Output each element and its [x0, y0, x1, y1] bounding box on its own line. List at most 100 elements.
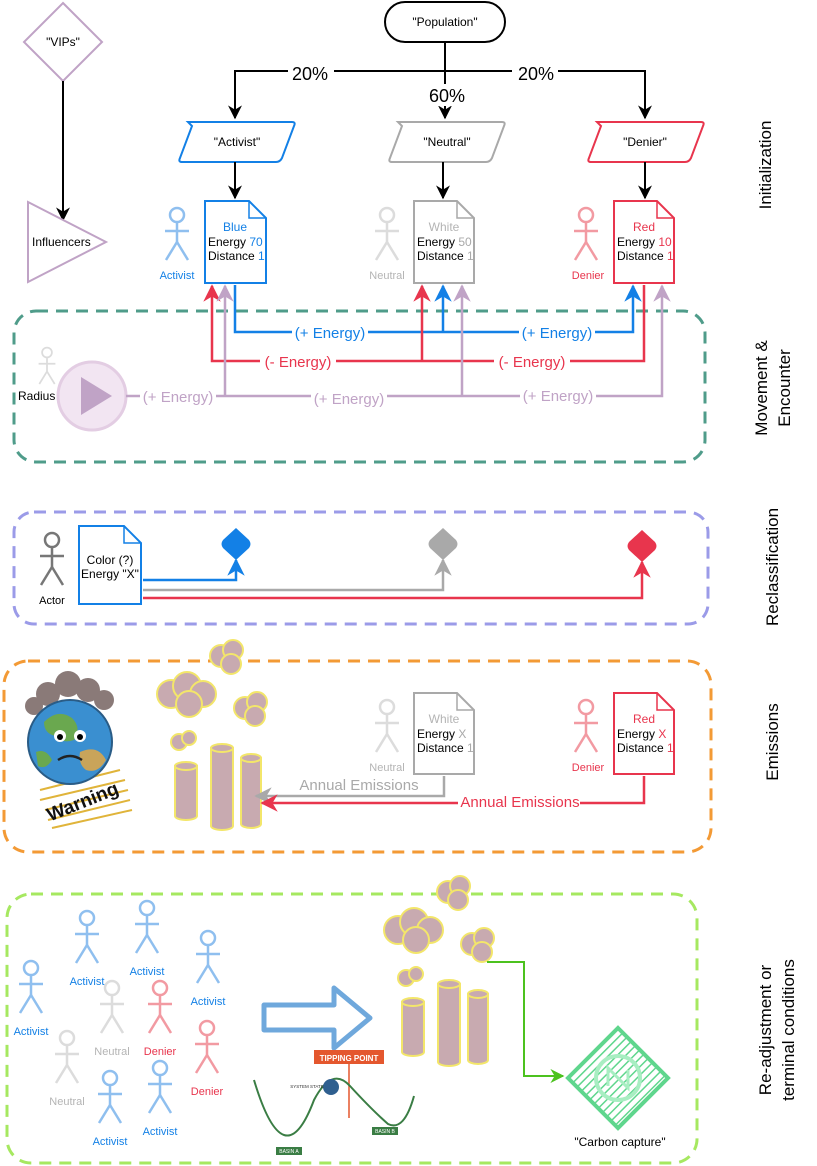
reclass-to-denier-edge: [143, 560, 651, 600]
denier-minus-energy-label-1: (- Energy): [265, 354, 332, 371]
emissions-frame: [2, 659, 713, 854]
neutral-annual-emissions-label: Annual Emissions: [299, 777, 418, 794]
tipping-point-chart: TIPPING POINT SYSTEM STATE BASIN A BASIN…: [253, 1050, 415, 1155]
denier-annual-emissions-label: Annual Emissions: [460, 794, 579, 811]
neutral-box[interactable]: [388, 121, 506, 163]
basin-b-label: BASIN B: [375, 1129, 395, 1135]
carbon-capture-label: "Carbon capture": [574, 1135, 665, 1149]
em-denier-stick-icon: [572, 698, 600, 754]
side-label-emissions: Emissions: [763, 703, 782, 780]
crowd-activist-6-label: Activist: [143, 1126, 178, 1138]
activist-plus-energy-label-2: (+ Energy): [522, 325, 592, 342]
em-neutral-card-color: White: [429, 712, 460, 726]
neutral-card-energy: Energy 50: [417, 235, 472, 249]
activist-energy-edge: [233, 284, 642, 334]
crowd-denier-1-label: Denier: [144, 1046, 177, 1058]
em-denier-card-color: Red: [633, 712, 655, 726]
denier-stick-icon: [572, 206, 600, 262]
em-denier-card[interactable]: [613, 692, 675, 775]
population-label: "Population": [412, 15, 477, 29]
reclass-to-activist-edge: [143, 558, 245, 582]
initialization-section: "Population" "VIPs" Influencers 20% 60% …: [22, 1, 705, 284]
activist-card-color: Blue: [223, 220, 247, 234]
influencer-stick-icon: [37, 346, 57, 385]
influencer-plus-energy-label-3: (+ Energy): [523, 388, 593, 405]
em-denier-actor-label: Denier: [572, 762, 605, 774]
denier-emissions-edge: [260, 776, 646, 812]
side-label-initialization: Initialization: [756, 121, 775, 210]
activist-diamond[interactable]: [221, 528, 251, 560]
crowd-activist-3-icon: [194, 929, 222, 985]
split-activist-label: 20%: [292, 64, 328, 84]
warning-globe-icon: Warning: [25, 671, 133, 829]
vips-label: "VIPs": [46, 35, 80, 49]
denier-minus-energy-label-2: (- Energy): [499, 354, 566, 371]
split-denier-label: 20%: [518, 64, 554, 84]
tipping-point-sign: [314, 1050, 384, 1064]
activist-actor-label: Activist: [160, 270, 195, 282]
side-label-readjust-1: Re-adjustment or: [756, 964, 775, 1095]
carbon-capture-icon: [565, 1025, 671, 1131]
reclass-card-color: Color (?): [87, 553, 134, 567]
neutral-actor-label: Neutral: [369, 270, 404, 282]
readjustment-frame: [5, 892, 699, 1165]
movement-section: Radius 3 (+ Energy) (+ Energy) (- Energy…: [12, 284, 707, 464]
denier-card-distance: Distance 1: [617, 249, 674, 263]
influencers-node[interactable]: [27, 200, 109, 284]
influencer-plus-energy-label-2: (+ Energy): [314, 391, 384, 408]
crowd-neutral-1-label: Neutral: [94, 1046, 129, 1058]
activist-box[interactable]: [178, 121, 296, 163]
em-neutral-card[interactable]: [413, 692, 475, 775]
neutral-card[interactable]: [413, 200, 475, 284]
neutral-card-color: White: [429, 220, 460, 234]
crowd-neutral-2-label: Neutral: [49, 1096, 84, 1108]
crowd-denier-2-icon: [193, 1019, 221, 1075]
actor-stick-icon: [38, 531, 66, 587]
influencer-plus-energy-label-1: (+ Energy): [143, 389, 213, 406]
em-neutral-card-distance: Distance 1: [417, 741, 474, 755]
crowd-denier-2-label: Denier: [191, 1086, 224, 1098]
influencers-label: Influencers: [32, 235, 91, 249]
side-label-movement-2: Encounter: [775, 349, 794, 427]
activist-card[interactable]: [204, 200, 267, 284]
em-neutral-stick-icon: [373, 698, 401, 754]
denier-box[interactable]: [587, 121, 705, 163]
side-label-readjust-2: terminal conditions: [779, 959, 798, 1101]
neutral-box-label: "Neutral": [423, 135, 470, 149]
actor-label: Actor: [39, 595, 65, 607]
to-carbon-capture-edge: [487, 961, 565, 1083]
denier-card[interactable]: [613, 200, 675, 284]
activist-plus-energy-label-1: (+ Energy): [295, 325, 365, 342]
reclassification-section: Actor Color (?) Energy "X": [12, 510, 710, 626]
crowd-activist-1-icon: [73, 909, 101, 965]
em-denier-card-energy: Energy X: [617, 727, 666, 741]
neutral-stick-icon: [373, 206, 401, 262]
crowd-activist-6-icon: [146, 1059, 174, 1115]
denier-card-energy: Energy 10: [617, 235, 672, 249]
readjust-smokestacks-icon: [383, 875, 495, 1067]
reclass-card-energy: Energy "X": [81, 567, 139, 581]
em-neutral-card-energy: Energy X: [417, 727, 466, 741]
em-neutral-actor-label: Neutral: [369, 762, 404, 774]
side-label-reclassification: Reclassification: [763, 508, 782, 626]
crowd-activist-1-label: Activist: [70, 976, 105, 988]
denier-diamond[interactable]: [627, 530, 657, 562]
neutral-diamond[interactable]: [428, 528, 458, 560]
em-denier-card-distance: Distance 1: [617, 741, 674, 755]
side-label-movement-1: Movement &: [752, 340, 771, 436]
reclass-card[interactable]: [78, 525, 142, 605]
crowd-activist-4-label: Activist: [14, 1026, 49, 1038]
reclassification-frame: [12, 510, 710, 626]
crowd-denier-1-icon: [146, 979, 174, 1035]
neutral-card-distance: Distance 1: [417, 249, 474, 263]
activist-card-distance: Distance 1: [208, 249, 265, 263]
crowd-activist-2-label: Activist: [130, 966, 165, 978]
denier-box-label: "Denier": [623, 135, 667, 149]
split-neutral-label: 60%: [429, 86, 465, 106]
readjustment-section: Activist Activist Activist Activist Neut…: [5, 875, 699, 1165]
system-state-label: SYSTEM STATE: [290, 1084, 324, 1089]
radius-label: Radius 3: [18, 389, 66, 403]
crowd-activist-3-label: Activist: [191, 996, 226, 1008]
tipping-point-label: TIPPING POINT: [320, 1054, 379, 1063]
